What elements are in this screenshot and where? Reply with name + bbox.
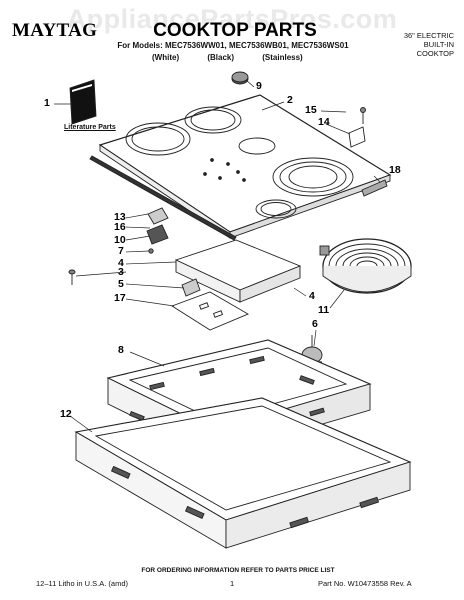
page-title: COOKTOP PARTS xyxy=(153,20,317,41)
product-type-line-2: BUILT-IN xyxy=(423,40,454,49)
literature-parts-shape xyxy=(69,79,97,125)
channel-bracket-shape xyxy=(174,239,302,303)
callout-2: 2 xyxy=(287,94,293,106)
watermark-text: AppliancePartsPros.com xyxy=(66,4,398,34)
callout-9: 9 xyxy=(256,80,262,92)
brand-logo: MAYTAG xyxy=(12,20,98,41)
variant-white: (White) xyxy=(152,53,180,62)
product-type-line-1: 36" ELECTRIC xyxy=(403,31,454,40)
variant-stainless: (Stainless) xyxy=(262,53,303,62)
bottom-pan-shape xyxy=(74,397,412,549)
product-type: 36" ELECTRIC BUILT-IN COOKTOP xyxy=(368,31,454,58)
product-type-line-3: COOKTOP xyxy=(416,49,454,58)
switch-hardware-shape xyxy=(146,207,169,254)
knob-shape xyxy=(231,71,249,85)
callout-11: 11 xyxy=(318,304,330,316)
radiant-element-shape xyxy=(319,238,412,294)
callout-12: 12 xyxy=(60,408,72,420)
clip-shape xyxy=(361,179,388,197)
variant-black: (Black) xyxy=(207,53,235,62)
callout-13: 13 xyxy=(114,211,126,223)
color-variants: (White) (Black) (Stainless) xyxy=(152,53,372,62)
callout-5: 5 xyxy=(118,278,124,290)
callout-7: 7 xyxy=(118,245,124,257)
callout-10: 10 xyxy=(114,234,126,246)
callout-4b: 4 xyxy=(309,290,315,302)
callout-3: 3 xyxy=(118,266,124,278)
models-line: For Models: MEC7536WW01, MEC7536WB01, ME… xyxy=(117,41,349,50)
mounting-plate-shape xyxy=(170,291,250,331)
leader-lines xyxy=(54,79,381,433)
gasket-strip-shape xyxy=(89,155,237,241)
callout-6: 6 xyxy=(312,318,318,330)
callout-15: 15 xyxy=(305,104,317,116)
callout-1: 1 xyxy=(44,97,50,109)
callout-4a: 4 xyxy=(118,257,124,269)
ordering-note: FOR ORDERING INFORMATION REFER TO PARTS … xyxy=(141,567,335,574)
footer-page-number: 1 xyxy=(230,579,235,588)
bracket-and-screw-shape xyxy=(348,107,366,148)
callout-8: 8 xyxy=(118,344,124,356)
small-bracket-shape xyxy=(181,278,201,297)
callout-17: 17 xyxy=(114,292,126,304)
footer-part-number: Part No. W10473558 Rev. A xyxy=(318,579,412,588)
callout-18: 18 xyxy=(389,164,401,176)
callout-16: 16 xyxy=(114,221,126,233)
footer-litho: 12–11 Litho in U.S.A. (amd) xyxy=(36,579,128,588)
screw-shape xyxy=(68,269,76,285)
literature-parts-label: Literature Parts xyxy=(64,124,116,131)
cooktop-glass-shape xyxy=(98,94,392,239)
callout-14: 14 xyxy=(318,116,330,128)
